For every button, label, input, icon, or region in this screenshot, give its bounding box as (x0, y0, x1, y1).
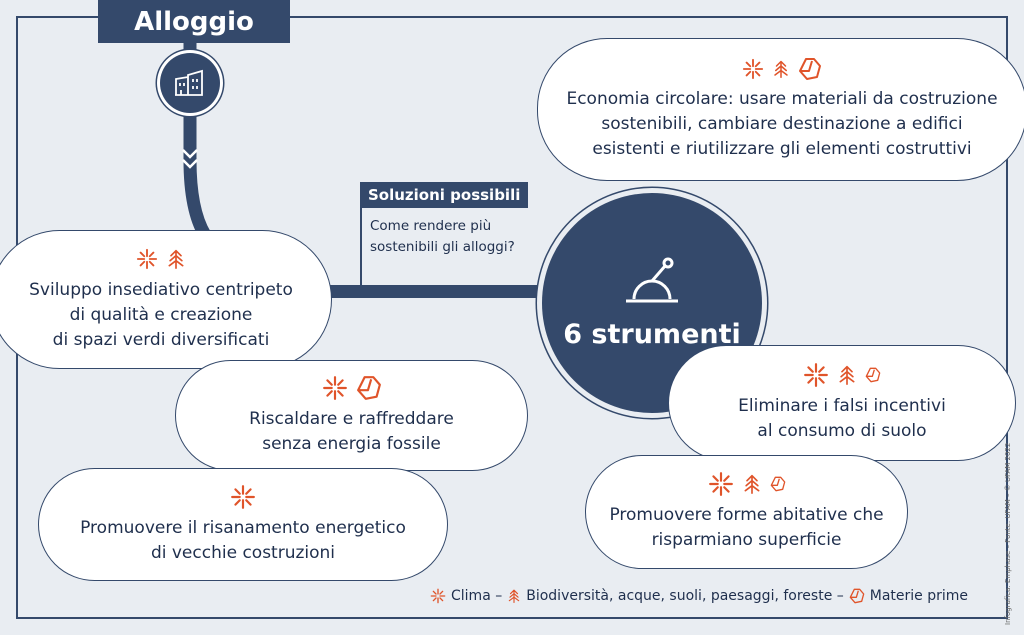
instrument-text: sostenibili, cambiare destinazione a edi… (601, 114, 963, 134)
center-circle: 6 strumenti (542, 193, 762, 413)
raw-materials-icon (849, 588, 865, 604)
instrument-text: Eliminare i falsi incentivi (738, 396, 946, 416)
clima-icon (803, 362, 829, 388)
topic-icons (136, 246, 186, 272)
clima-icon (230, 484, 256, 510)
question-line: sostenibili gli alloggi? (370, 239, 515, 255)
connector-bar (330, 285, 550, 298)
lever-icon (626, 257, 678, 302)
instrument-text: di vecchie costruzioni (150, 542, 336, 563)
clima-icon (322, 375, 348, 401)
biodiversity-icon (507, 588, 521, 604)
topic-icons (230, 484, 256, 510)
instrument-text: Promuovere il risanamento energetico (80, 517, 406, 538)
instrument-text: di spazi verdi diversificati (52, 330, 270, 350)
credit: Infografica: Emphase – Fonte: UFAM – © U… (1004, 442, 1012, 625)
biodiversity-icon (837, 362, 857, 388)
instrument-text: Sviluppo insediativo centripeto (29, 280, 293, 300)
instrument-text: Riscaldare e raffreddare (249, 408, 454, 429)
raw-materials-icon (798, 57, 822, 81)
raw-materials-icon (865, 367, 881, 383)
instrument-housing-forms: Promuovere forme abitative che risparmia… (585, 455, 908, 569)
instrument-energy-renovation: Promuovere il risanamento energetico di … (38, 468, 448, 581)
page-title: Alloggio (98, 0, 290, 43)
clima-icon (708, 471, 734, 497)
raw-materials-icon (356, 375, 382, 401)
legend-clima: Clima – (451, 588, 503, 604)
instrument-text: risparmiano superficie (651, 530, 842, 550)
instrument-text: al consumo di suolo (757, 421, 927, 441)
instrument-settlement-development: Sviluppo insediativo centripeto di quali… (0, 230, 332, 369)
clima-icon (742, 58, 764, 80)
biodiversity-icon (772, 58, 790, 80)
legend-raw-materials: Materie prime (869, 588, 969, 604)
topic-icons (708, 471, 786, 497)
raw-materials-icon (770, 476, 786, 492)
instrument-false-incentives: Eliminare i falsi incentivi al consumo d… (668, 345, 1016, 461)
topic-icons (322, 375, 382, 401)
legend-biodiversity: Biodiversità, acque, suoli, paesaggi, fo… (526, 588, 844, 604)
clima-icon (136, 248, 158, 270)
center-label: 6 strumenti (563, 318, 741, 350)
clima-icon (430, 588, 446, 604)
question-line: Come rendere più (370, 218, 492, 234)
building-icon (160, 53, 220, 113)
instrument-text: Promuovere forme abitative che (609, 505, 884, 525)
topic-icons (742, 57, 822, 81)
biodiversity-icon (742, 471, 762, 497)
legend: Clima – Biodiversità, acque, suoli, paes… (430, 588, 968, 604)
topic-icons (803, 362, 881, 388)
instrument-text: di qualità e creazione (69, 305, 253, 325)
instrument-text: Economia circolare: usare materiali da c… (566, 89, 998, 109)
solutions-heading: Soluzioni possibili (360, 182, 529, 208)
instrument-text: esistenti e riutilizzare gli elementi co… (592, 139, 972, 159)
solutions-question: Come rendere più sostenibili gli alloggi… (360, 208, 530, 288)
instrument-circular-economy: Economia circolare: usare materiali da c… (537, 38, 1024, 181)
instrument-heating-cooling: Riscaldare e raffreddare senza energia f… (175, 360, 528, 471)
biodiversity-icon (166, 246, 186, 272)
instrument-text: senza energia fossile (262, 433, 441, 454)
